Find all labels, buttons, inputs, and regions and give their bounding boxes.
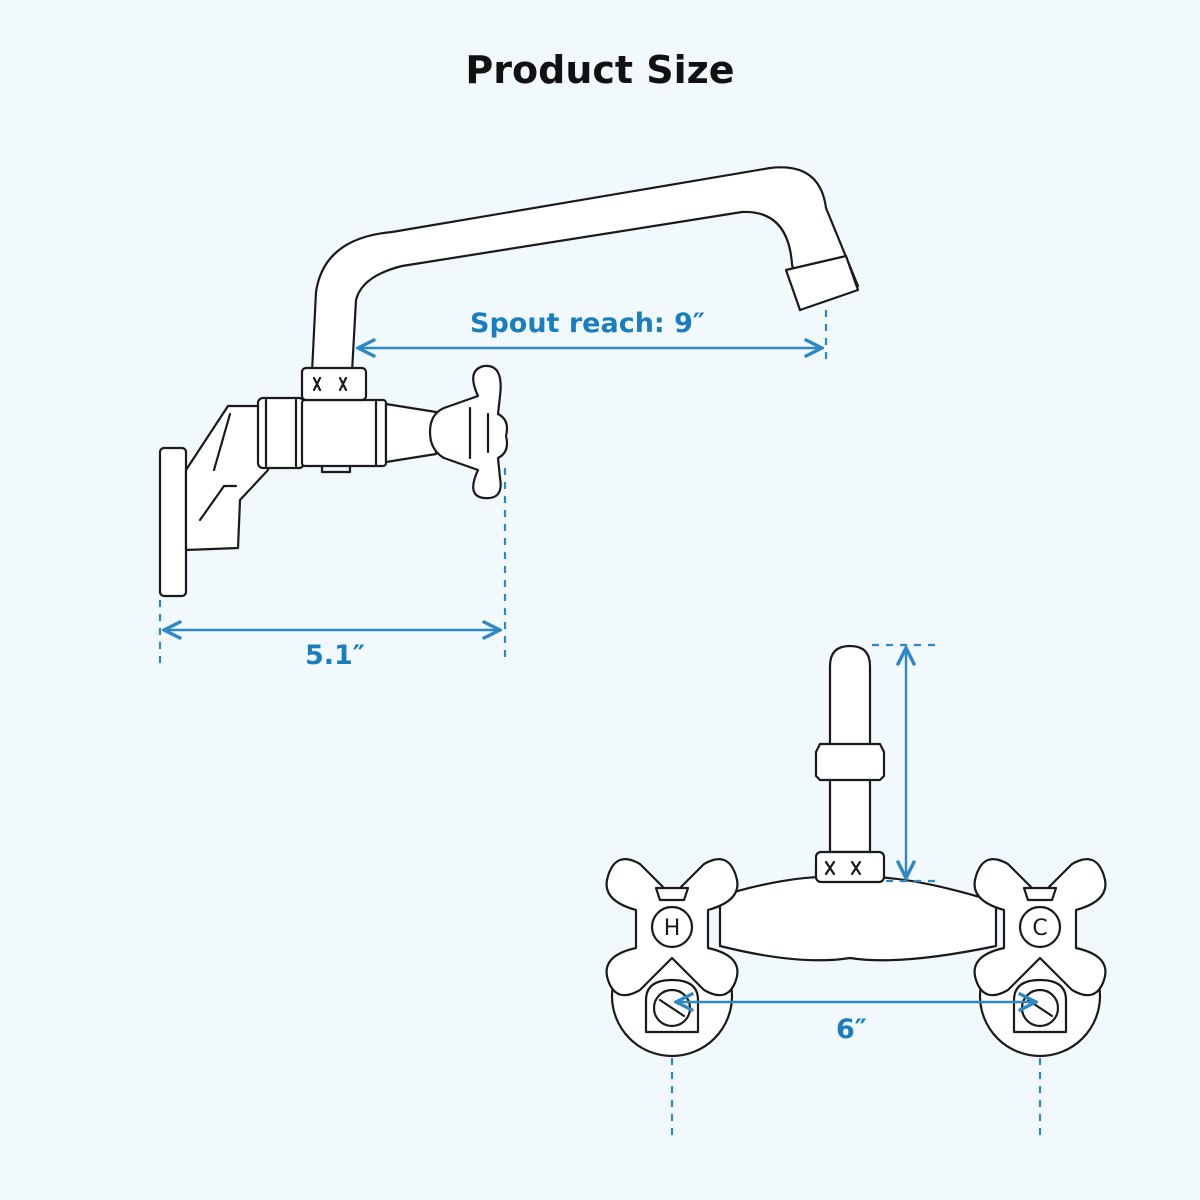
width-label: 6″ bbox=[836, 1014, 867, 1045]
hot-label: H bbox=[664, 916, 681, 941]
cold-indicator bbox=[1018, 905, 1062, 949]
width-dimension bbox=[670, 1002, 1042, 1138]
faucet-arm bbox=[184, 404, 270, 552]
faucet-front-view: H C bbox=[605, 644, 1107, 1058]
valve-body bbox=[300, 398, 388, 468]
spout-band bbox=[814, 742, 886, 782]
valve-body-front bbox=[718, 875, 998, 962]
cold-label: C bbox=[1032, 916, 1047, 941]
depth-label: 5.1″ bbox=[305, 640, 365, 671]
faucet-side-view bbox=[158, 166, 860, 598]
spout bbox=[310, 166, 860, 374]
hot-indicator bbox=[650, 905, 694, 949]
spout-reach-dimension bbox=[358, 310, 828, 360]
valve-stem bbox=[384, 402, 438, 464]
wall-flange bbox=[158, 446, 188, 598]
page-title: Product Size bbox=[465, 48, 735, 92]
spout-reach-label: Spout reach: 9″ bbox=[470, 308, 705, 339]
height-dimension bbox=[872, 643, 940, 883]
spout-collar-front bbox=[814, 850, 886, 884]
depth-dimension bbox=[158, 468, 507, 664]
handle-side bbox=[428, 364, 509, 500]
aerator bbox=[784, 254, 860, 312]
spout-collar bbox=[300, 366, 368, 402]
